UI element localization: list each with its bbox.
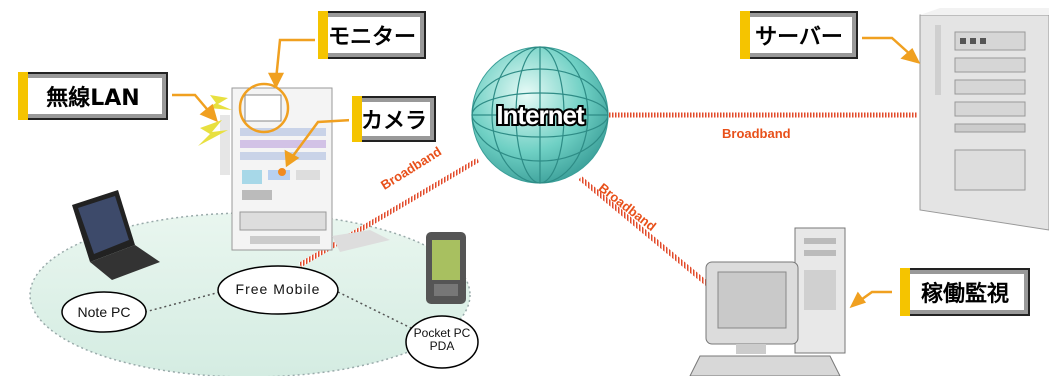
note-pc-node — [61, 291, 147, 333]
wireless-bolt-1 — [198, 120, 228, 146]
pocket-pc-label-line1: Pocket PC — [413, 326, 471, 340]
laptop-icon — [72, 190, 160, 280]
label-monitor: モニター — [318, 11, 426, 59]
label-camera: カメラ — [352, 96, 436, 142]
workstation-icon — [689, 227, 846, 376]
pocket-pc-node — [405, 315, 479, 369]
free-mobile-label: Free Mobile — [235, 281, 321, 297]
callout-arrows — [172, 36, 921, 309]
wireless-bolt-2 — [208, 95, 232, 110]
monitor-highlight — [238, 82, 290, 134]
label-accent — [900, 268, 910, 316]
broadband-label-server: Broadband — [722, 126, 791, 141]
internet-globe-icon — [471, 46, 609, 184]
note-pc-label: Note PC — [77, 304, 131, 320]
broadband-link-workstation — [578, 176, 714, 290]
label-accent — [740, 11, 750, 59]
label-monitoring: 稼働監視 — [900, 268, 1030, 316]
vending-machine — [220, 87, 390, 252]
pocket-pc-label: Pocket PC PDA — [408, 327, 476, 353]
label-accent — [18, 72, 28, 120]
label-accent — [318, 11, 328, 59]
camera-dot — [278, 168, 286, 176]
label-server: サーバー — [740, 11, 858, 59]
pda-icon — [426, 232, 466, 304]
free-mobile-node — [217, 265, 339, 315]
server-tower-icon — [919, 8, 1049, 231]
link-free-pocket — [337, 291, 416, 331]
internet-label: Internet — [496, 100, 585, 130]
label-accent — [352, 96, 362, 142]
label-wireless-lan: 無線LAN — [18, 72, 168, 120]
pocket-pc-label-line2: PDA — [429, 339, 455, 353]
